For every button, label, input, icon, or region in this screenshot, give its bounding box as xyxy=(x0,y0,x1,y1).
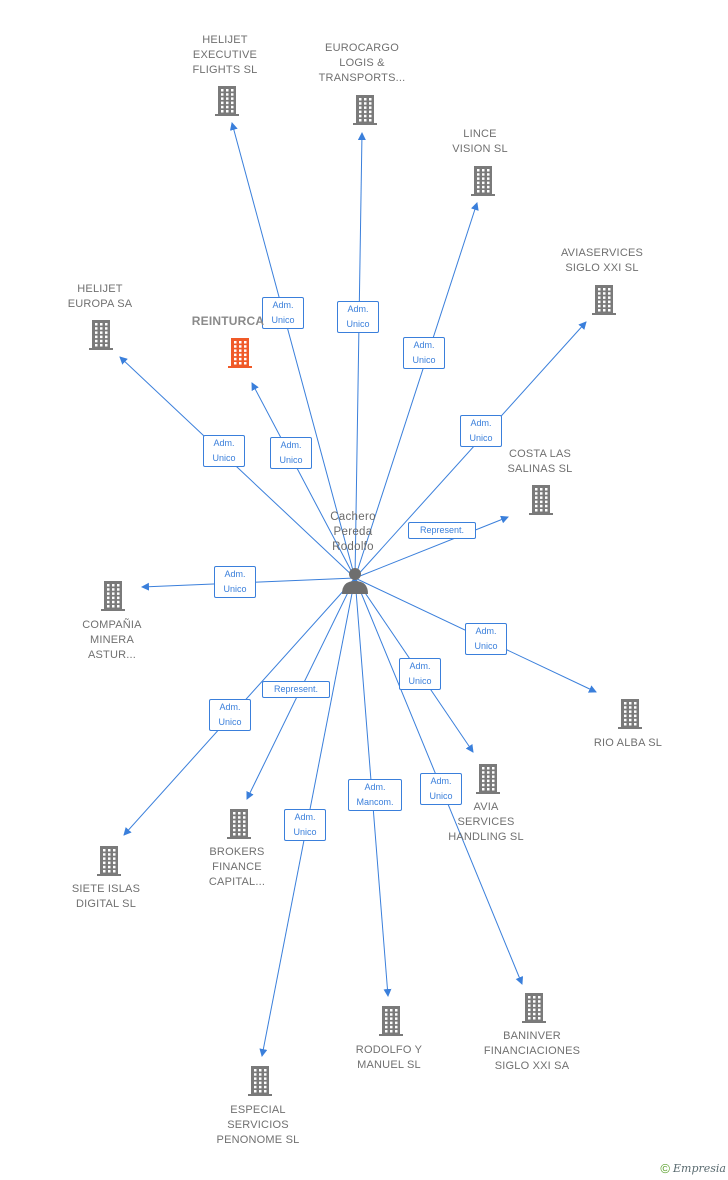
company-label-rio-alba[interactable]: RIO ALBA SL xyxy=(593,736,663,749)
role-badge-compania-minera: Adm. Unico xyxy=(214,566,256,598)
building-icon-helijet-executive[interactable] xyxy=(215,86,239,116)
edge-helijet-executive xyxy=(229,122,356,579)
person-name[interactable]: Cachero Pereda Rodolfo xyxy=(330,511,376,553)
role-badge-helijet-europa: Adm. Unico xyxy=(203,435,245,467)
building-icon-especial-servicios[interactable] xyxy=(248,1066,272,1096)
role-badge-especial-servicios: Adm. Unico xyxy=(284,809,326,841)
building-icon-compania-minera[interactable] xyxy=(101,581,125,611)
edge-costa-salinas xyxy=(354,515,509,579)
company-label-compania-minera[interactable]: COMPAÑIA MINERA ASTUR... xyxy=(82,618,142,661)
building-icon-baninver[interactable] xyxy=(522,993,546,1023)
copyright-icon: © xyxy=(660,1161,670,1176)
company-label-costa-salinas[interactable]: COSTA LAS SALINAS SL xyxy=(507,448,573,475)
edge-reinturca xyxy=(251,382,356,579)
company-label-baninver[interactable]: BANINVER FINANCIACIONES SIGLO XXI SA xyxy=(483,1029,581,1072)
building-icon-rodolfo-manuel[interactable] xyxy=(379,1006,403,1036)
edge-lince-vision xyxy=(354,202,479,579)
building-icon-rio-alba[interactable] xyxy=(618,699,642,729)
company-label-aviaservices[interactable]: AVIASERVICES SIGLO XXI SL xyxy=(560,247,644,274)
building-icon-eurocargo[interactable] xyxy=(353,95,377,125)
role-badge-rodolfo-manuel: Adm. Mancom. xyxy=(348,779,402,811)
company-label-especial-servicios[interactable]: ESPECIAL SERVICIOS PENONOME SL xyxy=(216,1103,300,1146)
footer-brand: © Empresia xyxy=(660,1161,726,1176)
person-icon[interactable] xyxy=(342,568,368,594)
company-label-siete-islas[interactable]: SIETE ISLAS DIGITAL SL xyxy=(71,883,141,910)
company-label-lince-vision[interactable]: LINCE VISION SL xyxy=(452,128,508,155)
brand-logo: Empresia xyxy=(673,1162,726,1175)
building-icon-reinturca[interactable] xyxy=(228,338,252,368)
role-badge-brokers-finance: Represent. xyxy=(262,680,330,698)
role-badge-lince-vision: Adm. Unico xyxy=(403,337,445,369)
role-badge-baninver: Adm. Unico xyxy=(420,773,462,805)
building-icon-costa-salinas[interactable] xyxy=(529,485,553,515)
company-label-helijet-executive[interactable]: HELIJET EXECUTIVE FLIGHTS SL xyxy=(192,33,258,76)
company-label-helijet-europa[interactable]: HELIJET EUROPA SA xyxy=(67,283,133,310)
role-badge-siete-islas: Adm. Unico xyxy=(209,699,251,731)
role-badge-reinturca: Adm. Unico xyxy=(270,437,312,469)
role-badge-eurocargo: Adm. Unico xyxy=(337,301,379,333)
company-label-brokers-finance[interactable]: BROKERS FINANCE CAPITAL... xyxy=(208,845,266,888)
building-icon-brokers-finance[interactable] xyxy=(227,809,251,839)
building-icon-aviaservices[interactable] xyxy=(592,285,616,315)
building-icon-helijet-europa[interactable] xyxy=(89,320,113,350)
edge-aviaservices xyxy=(354,321,587,579)
company-label-eurocargo[interactable]: EUROCARGO LOGIS & TRANSPORTS... xyxy=(318,41,406,84)
building-icon-siete-islas[interactable] xyxy=(97,846,121,876)
edge-helijet-europa xyxy=(119,356,356,579)
role-badge-rio-alba: Adm. Unico xyxy=(465,623,507,655)
company-label-avia-handling[interactable]: AVIA SERVICES HANDLING SL xyxy=(448,800,524,843)
role-badge-helijet-executive: Adm. Unico xyxy=(262,297,304,329)
company-label-reinturca[interactable]: REINTURCA xyxy=(191,313,265,328)
role-badge-avia-handling: Adm. Unico xyxy=(399,658,441,690)
building-icon-avia-handling[interactable] xyxy=(476,764,500,794)
role-badge-aviaservices: Adm. Unico xyxy=(460,415,502,447)
role-badge-costa-salinas: Represent. xyxy=(408,521,476,539)
edge-eurocargo xyxy=(354,132,366,579)
company-label-rodolfo-manuel[interactable]: RODOLFO Y MANUEL SL xyxy=(355,1044,423,1071)
building-icon-lince-vision[interactable] xyxy=(471,166,495,196)
